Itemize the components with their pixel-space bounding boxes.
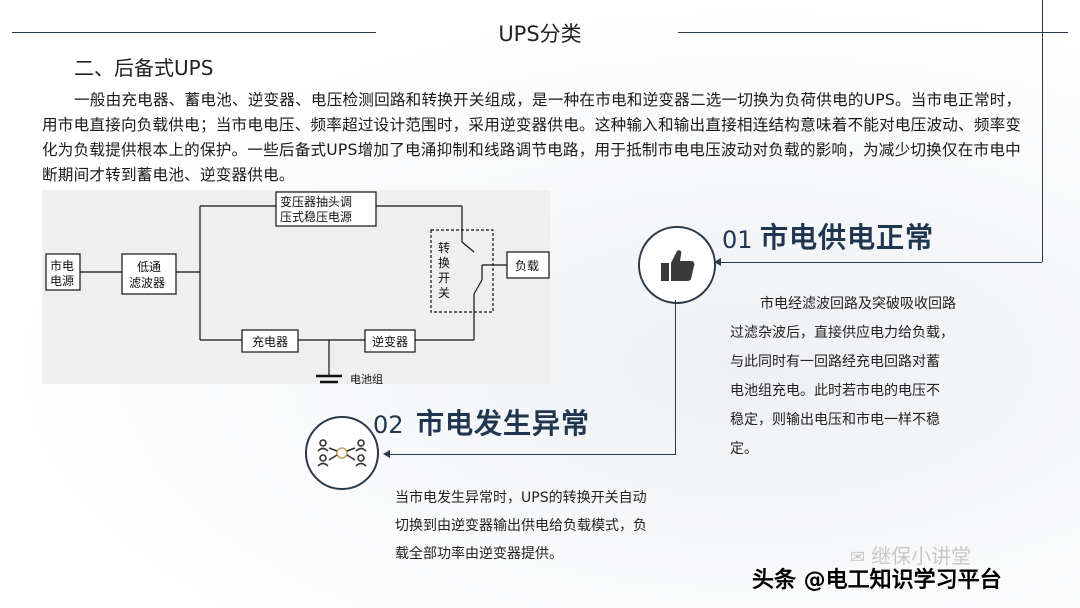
- callout-1-heading: 市电供电正常: [760, 221, 935, 254]
- callout-2-number: 02: [373, 411, 404, 439]
- callout-1-line: 过滤杂波后，直接供应电力给负载，: [730, 325, 954, 341]
- diagram-load-label: 负载: [515, 259, 539, 273]
- connector-line-horizontal-1: [718, 262, 1042, 263]
- ups-block-diagram: 市电 电源 低通 滤波器 变压器抽头调 压式稳压电源 转 换 开 关 负载 充电…: [42, 190, 550, 384]
- intro-paragraph: 一般由充电器、蓄电池、逆变器、电压检测回路和转换开关组成，是一种在市电和逆变器二…: [42, 91, 1022, 184]
- callout-2-circle: [305, 416, 379, 490]
- callout-1-line: 电池组充电。此时若市电的电压不: [730, 383, 940, 399]
- wechat-icon: ✉: [850, 547, 866, 568]
- connector-line-horizontal-2: [388, 454, 676, 455]
- callout-1-description: 市电经滤波回路及突破吸收回路 过滤杂波后，直接供应电力给负载， 与此同时有一回路…: [730, 290, 1030, 464]
- diagram-switch-label-2: 换: [438, 256, 450, 270]
- section-title: 二、后备式UPS: [74, 56, 214, 80]
- arrow-left-icon: [714, 258, 721, 266]
- diagram-mains-label-1: 市电: [50, 258, 74, 273]
- callout-2-line: 切换到由逆变器输出供电给负载模式，负: [395, 518, 647, 534]
- diagram-filter-label-1: 低通: [137, 260, 161, 274]
- toutiao-watermark: 头条 @电工知识学习平台: [752, 568, 1002, 593]
- callout-2-heading: 市电发生异常: [416, 407, 591, 440]
- callout-1-circle: [638, 226, 716, 304]
- callout-1-number: 01: [722, 226, 753, 254]
- diagram-charger-label: 充电器: [252, 334, 288, 349]
- arrow-left-icon-2: [383, 450, 390, 458]
- diagram-mains-label-2: 电源: [50, 274, 74, 288]
- callout-2-line: 当市电发生异常时，UPS的转换开关自动: [395, 490, 647, 506]
- callout-1-line: 市电经滤波回路及突破吸收回路: [760, 296, 956, 312]
- diagram-switch-label-1: 转: [438, 240, 450, 255]
- diagram-switch-label-3: 开: [438, 271, 450, 285]
- callout-1-line: 定。: [730, 441, 758, 457]
- people-network-icon: [317, 439, 367, 467]
- diagram-transformer-label-1: 变压器抽头调: [280, 194, 352, 209]
- header-rule-left: [12, 32, 376, 33]
- callout-1-line: 与此同时有一回路经充电回路对蓄: [730, 354, 940, 370]
- wechat-watermark: ✉继保小讲堂: [850, 540, 971, 569]
- connector-line-top-right: [1042, 0, 1043, 262]
- callout-2-line: 载全部功率由逆变器提供。: [395, 546, 563, 562]
- diagram-battery-label: 电池组: [350, 372, 383, 384]
- diagram-transformer-label-2: 压式稳压电源: [280, 209, 352, 224]
- diagram-switch-label-4: 关: [438, 286, 450, 300]
- diagram-filter-label-2: 滤波器: [129, 276, 165, 290]
- header-rule-right: [678, 32, 1068, 33]
- callout-2-description: 当市电发生异常时，UPS的转换开关自动 切换到由逆变器输出供电给负载模式，负 载…: [395, 484, 695, 568]
- wechat-watermark-text: 继保小讲堂: [871, 544, 972, 568]
- page-title: UPS分类: [498, 22, 582, 46]
- callout-1-line: 稳定，则输出电压和市电一样不稳: [730, 412, 940, 428]
- connector-line-vertical-2: [675, 300, 676, 454]
- thumbs-up-icon: [661, 250, 695, 281]
- diagram-inverter-label: 逆变器: [372, 334, 408, 349]
